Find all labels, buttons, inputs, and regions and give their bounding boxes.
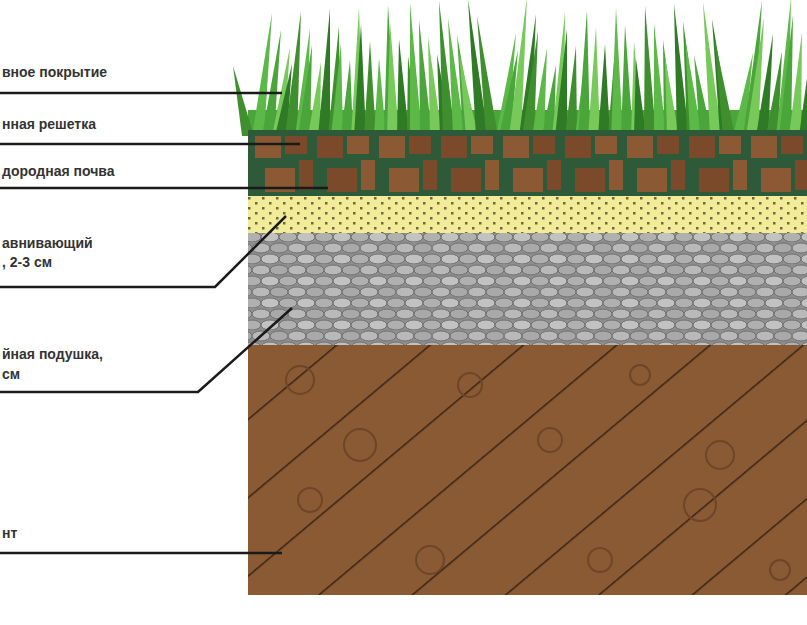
- grass-blade: [387, 22, 399, 136]
- grid-cell: [781, 136, 803, 154]
- grid-cell: [719, 136, 741, 154]
- grass-blade: [578, 10, 590, 136]
- grid-cell: [317, 136, 343, 158]
- grid-cell: [451, 168, 481, 192]
- grid-cell: [795, 160, 807, 190]
- layer-label: дородная почва: [2, 163, 115, 180]
- layer-label: вное покрытие: [2, 64, 107, 81]
- grass-blade: [611, 8, 623, 136]
- grid-cell: [327, 168, 357, 192]
- grass-blade: [318, 9, 330, 136]
- grass-blade: [374, 58, 386, 136]
- grid-cell: [671, 160, 685, 190]
- layer-label: йная подушка,: [2, 346, 103, 363]
- grid-cell: [299, 160, 313, 190]
- grass-blade: [588, 27, 600, 136]
- grid-cell: [751, 136, 777, 158]
- grass-blade: [779, 15, 793, 136]
- grass-blade: [555, 29, 567, 136]
- grid-cell: [503, 136, 529, 158]
- grid-cell: [609, 160, 623, 190]
- grass-blade: [298, 45, 312, 136]
- grass-blade: [565, 46, 577, 136]
- grass-blade: [477, 16, 498, 136]
- grass-blade: [364, 41, 376, 136]
- grid-cell: [255, 136, 281, 158]
- grass-blade: [354, 24, 366, 136]
- grid-cell: [513, 168, 543, 192]
- grid-cell: [471, 136, 493, 154]
- grass-blade: [714, 36, 735, 136]
- leader-lines: [0, 93, 328, 553]
- grid-cell: [761, 168, 791, 192]
- layer-label: нная решетка: [2, 116, 96, 133]
- grass-blade: [331, 43, 343, 136]
- layer-label: см: [2, 366, 20, 383]
- grid-cell: [547, 160, 561, 190]
- grid-cell: [485, 160, 499, 190]
- grid-cell: [361, 160, 375, 190]
- grid-cell: [441, 136, 467, 158]
- grass-blade: [789, 32, 802, 136]
- layer-label: авнивающий: [2, 235, 93, 252]
- grid-cell: [565, 136, 591, 158]
- grid-cell: [657, 136, 679, 154]
- grid-cell: [575, 168, 605, 192]
- grass-blade: [341, 60, 353, 136]
- grass-blade: [621, 25, 633, 136]
- grid-cell: [409, 136, 431, 154]
- grid-cell: [423, 160, 437, 190]
- grid-cell: [689, 136, 715, 158]
- layer-label: , 2-3 см: [2, 254, 52, 271]
- grid-cell: [347, 136, 369, 154]
- grid-cell: [595, 136, 617, 154]
- grid-cell: [699, 168, 729, 192]
- grid-cell: [379, 136, 405, 158]
- grass-blade: [799, 49, 807, 136]
- grid-cell: [533, 136, 555, 154]
- layer-label: нт: [2, 525, 17, 542]
- grass-blade: [233, 66, 254, 136]
- grass-blade: [598, 44, 610, 136]
- grid-cell: [733, 160, 747, 190]
- grid-cell: [637, 168, 667, 192]
- grid-cell: [389, 168, 419, 192]
- grid-cell: [627, 136, 653, 158]
